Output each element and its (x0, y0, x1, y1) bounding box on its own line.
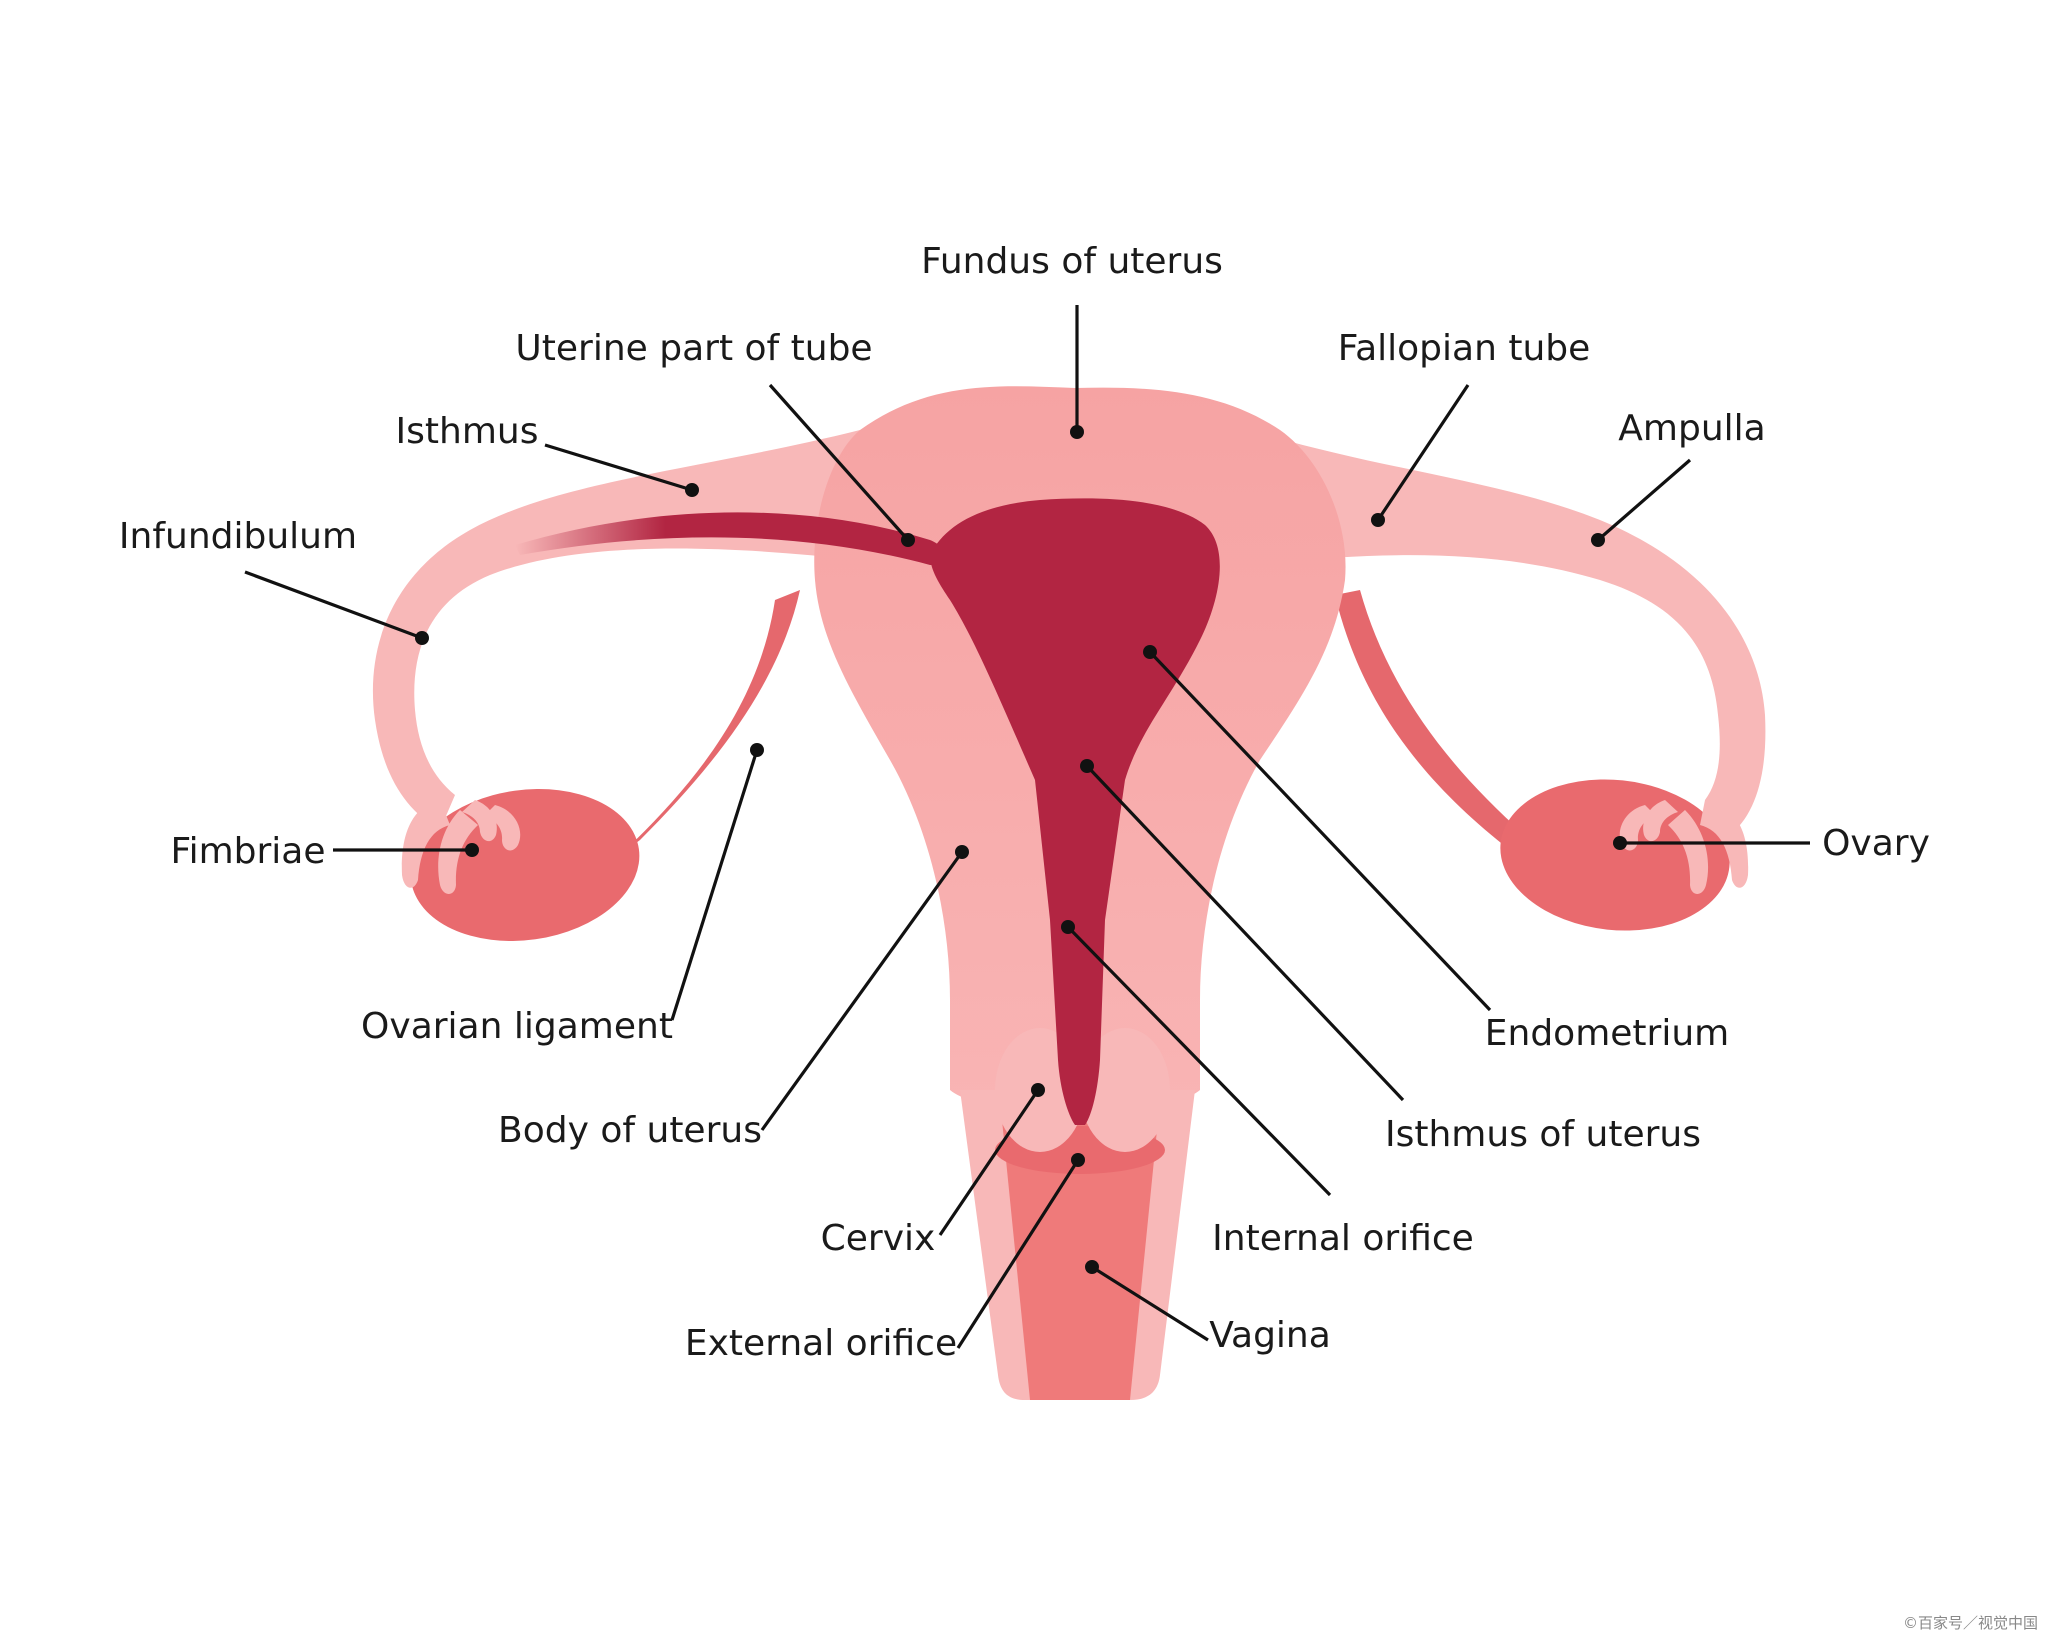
watermark: ©百家号／视觉中国 (1903, 1614, 2038, 1632)
label-fundus: Fundus of uterus (921, 241, 1223, 282)
leader-ovary (1613, 836, 1810, 850)
leader-fundus (1070, 305, 1084, 439)
label-fallopian-tube: Fallopian tube (1338, 328, 1591, 369)
right-ovarian-ligament (1335, 590, 1525, 850)
leader-isthmus-uterus (1080, 759, 1405, 1102)
left-fimbriae (401, 800, 521, 894)
vagina-inner (1000, 1100, 1160, 1400)
leader-fallopian-tube (1371, 384, 1470, 527)
label-isthmus-uterus: Isthmus of uterus (1385, 1114, 1701, 1155)
leader-infundibulum (244, 570, 429, 645)
left-ovarian-ligament (620, 590, 800, 855)
leader-internal-orifice (1061, 920, 1332, 1197)
cervix-right-lip (1080, 1028, 1170, 1152)
leader-body (760, 845, 969, 1131)
leader-fimbriae (333, 843, 479, 857)
label-internal-orifice: Internal orifice (1212, 1218, 1474, 1259)
leader-uterine-part (768, 383, 915, 547)
label-external-orifice: External orifice (685, 1323, 957, 1364)
label-infundibulum: Infundibulum (119, 516, 357, 557)
left-tube-lumen (515, 512, 945, 565)
leader-endometrium (1143, 645, 1492, 1012)
right-ovary (1500, 779, 1730, 931)
leader-ampulla (1591, 458, 1692, 547)
leader-ovarian-ligament (670, 743, 764, 1021)
label-fimbriae: Fimbriae (170, 831, 325, 872)
leader-isthmus (544, 443, 699, 497)
right-fallopian-tube (1250, 430, 1766, 835)
label-ovarian-ligament: Ovarian ligament (361, 1006, 673, 1047)
label-cervix: Cervix (821, 1218, 936, 1259)
label-uterine-part: Uterine part of tube (515, 328, 872, 369)
leader-cervix (938, 1083, 1045, 1236)
label-ovary: Ovary (1822, 823, 1930, 864)
leader-external-orifice (956, 1153, 1085, 1349)
label-endometrium: Endometrium (1485, 1013, 1729, 1054)
label-ampulla: Ampulla (1618, 408, 1765, 449)
leader-vagina (1085, 1260, 1209, 1342)
label-body: Body of uterus (498, 1110, 762, 1151)
label-isthmus: Isthmus (396, 411, 539, 452)
label-vagina: Vagina (1209, 1315, 1331, 1356)
